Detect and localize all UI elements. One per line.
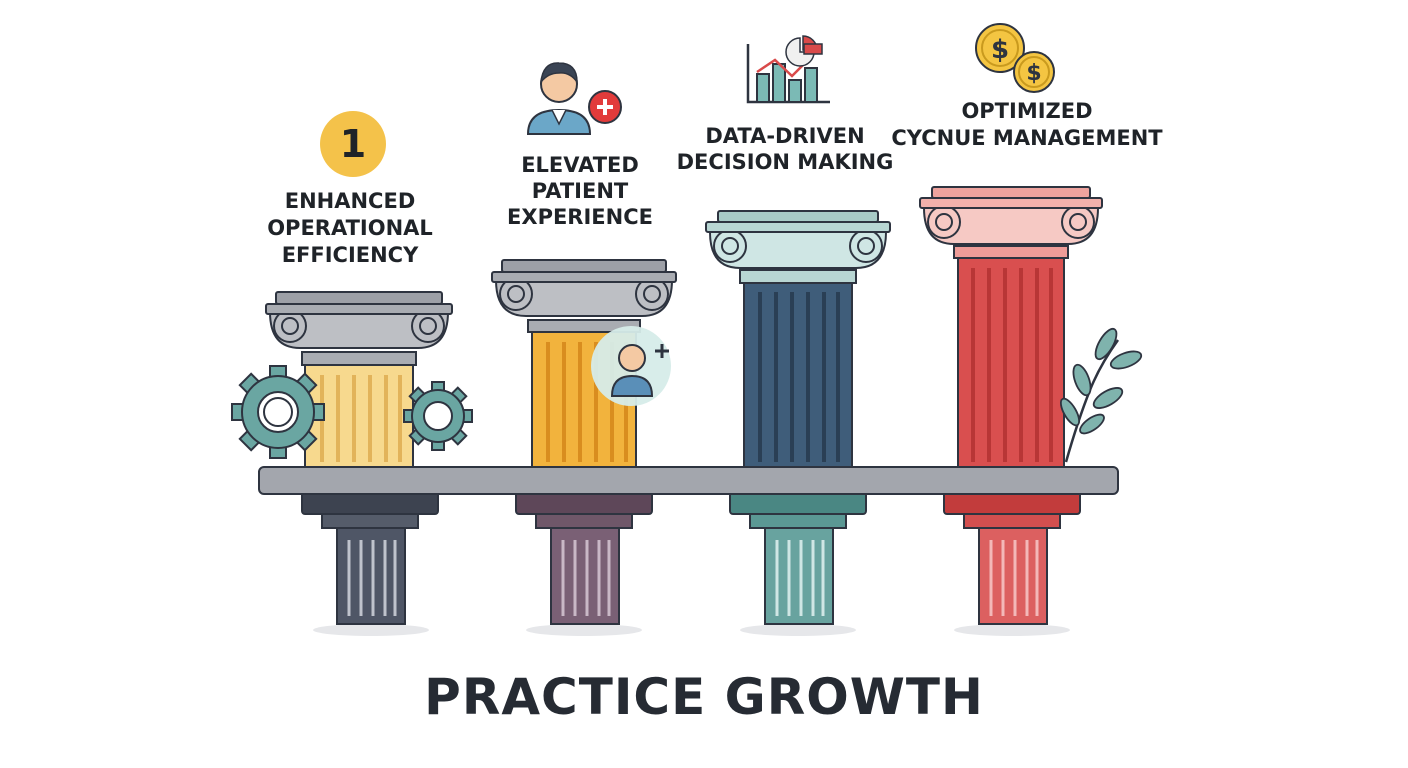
coins-icon: $ $	[975, 23, 1055, 93]
lower-base-3	[729, 491, 867, 636]
svg-text:$: $	[991, 35, 1009, 65]
page-title: PRACTICE GROWTH	[424, 668, 984, 726]
pillar-3-label-line: DATA-DRIVEN	[705, 124, 865, 148]
pillar-4-label-line: OPTIMIZED	[961, 99, 1093, 123]
pillar-3-label-line: DECISION MAKING	[676, 150, 894, 174]
pillar-1-label: ENHANCED OPERATIONAL EFFICIENCY	[250, 188, 450, 269]
pillar-4-label-line: CYCNUE MANAGEMENT	[891, 126, 1163, 150]
bar-chart-icon	[746, 35, 830, 104]
platform-beam	[258, 466, 1119, 495]
plant-icon	[1059, 327, 1143, 463]
pillar-1-label-line: EFFICIENCY	[281, 243, 419, 267]
pillar-1-label-line: ENHANCED	[284, 189, 416, 213]
pillar-2-label-line: PATIENT	[531, 179, 629, 203]
pillar-2-label-line: EXPERIENCE	[507, 205, 653, 229]
patient-plus-icon	[526, 62, 622, 135]
lower-base-1	[301, 491, 439, 636]
lower-base-2	[515, 491, 653, 636]
pillar-3-label: DATA-DRIVEN DECISION MAKING	[670, 123, 900, 175]
pillar-4-label: OPTIMIZED CYCNUE MANAGEMENT	[882, 98, 1172, 152]
lower-base-4	[943, 491, 1081, 636]
gear-icon	[231, 365, 473, 459]
pillar-4	[919, 186, 1103, 470]
patient-badge-icon	[591, 326, 671, 406]
pillar-3	[705, 210, 891, 470]
pillar-1-label-line: OPERATIONAL	[267, 216, 433, 240]
pillar-2	[491, 259, 677, 469]
pillar-2-label: ELEVATED PATIENT EXPERIENCE	[480, 152, 680, 230]
step-number-badge: 1	[320, 111, 386, 177]
svg-text:$: $	[1026, 61, 1041, 86]
pillar-2-label-line: ELEVATED	[521, 153, 639, 177]
